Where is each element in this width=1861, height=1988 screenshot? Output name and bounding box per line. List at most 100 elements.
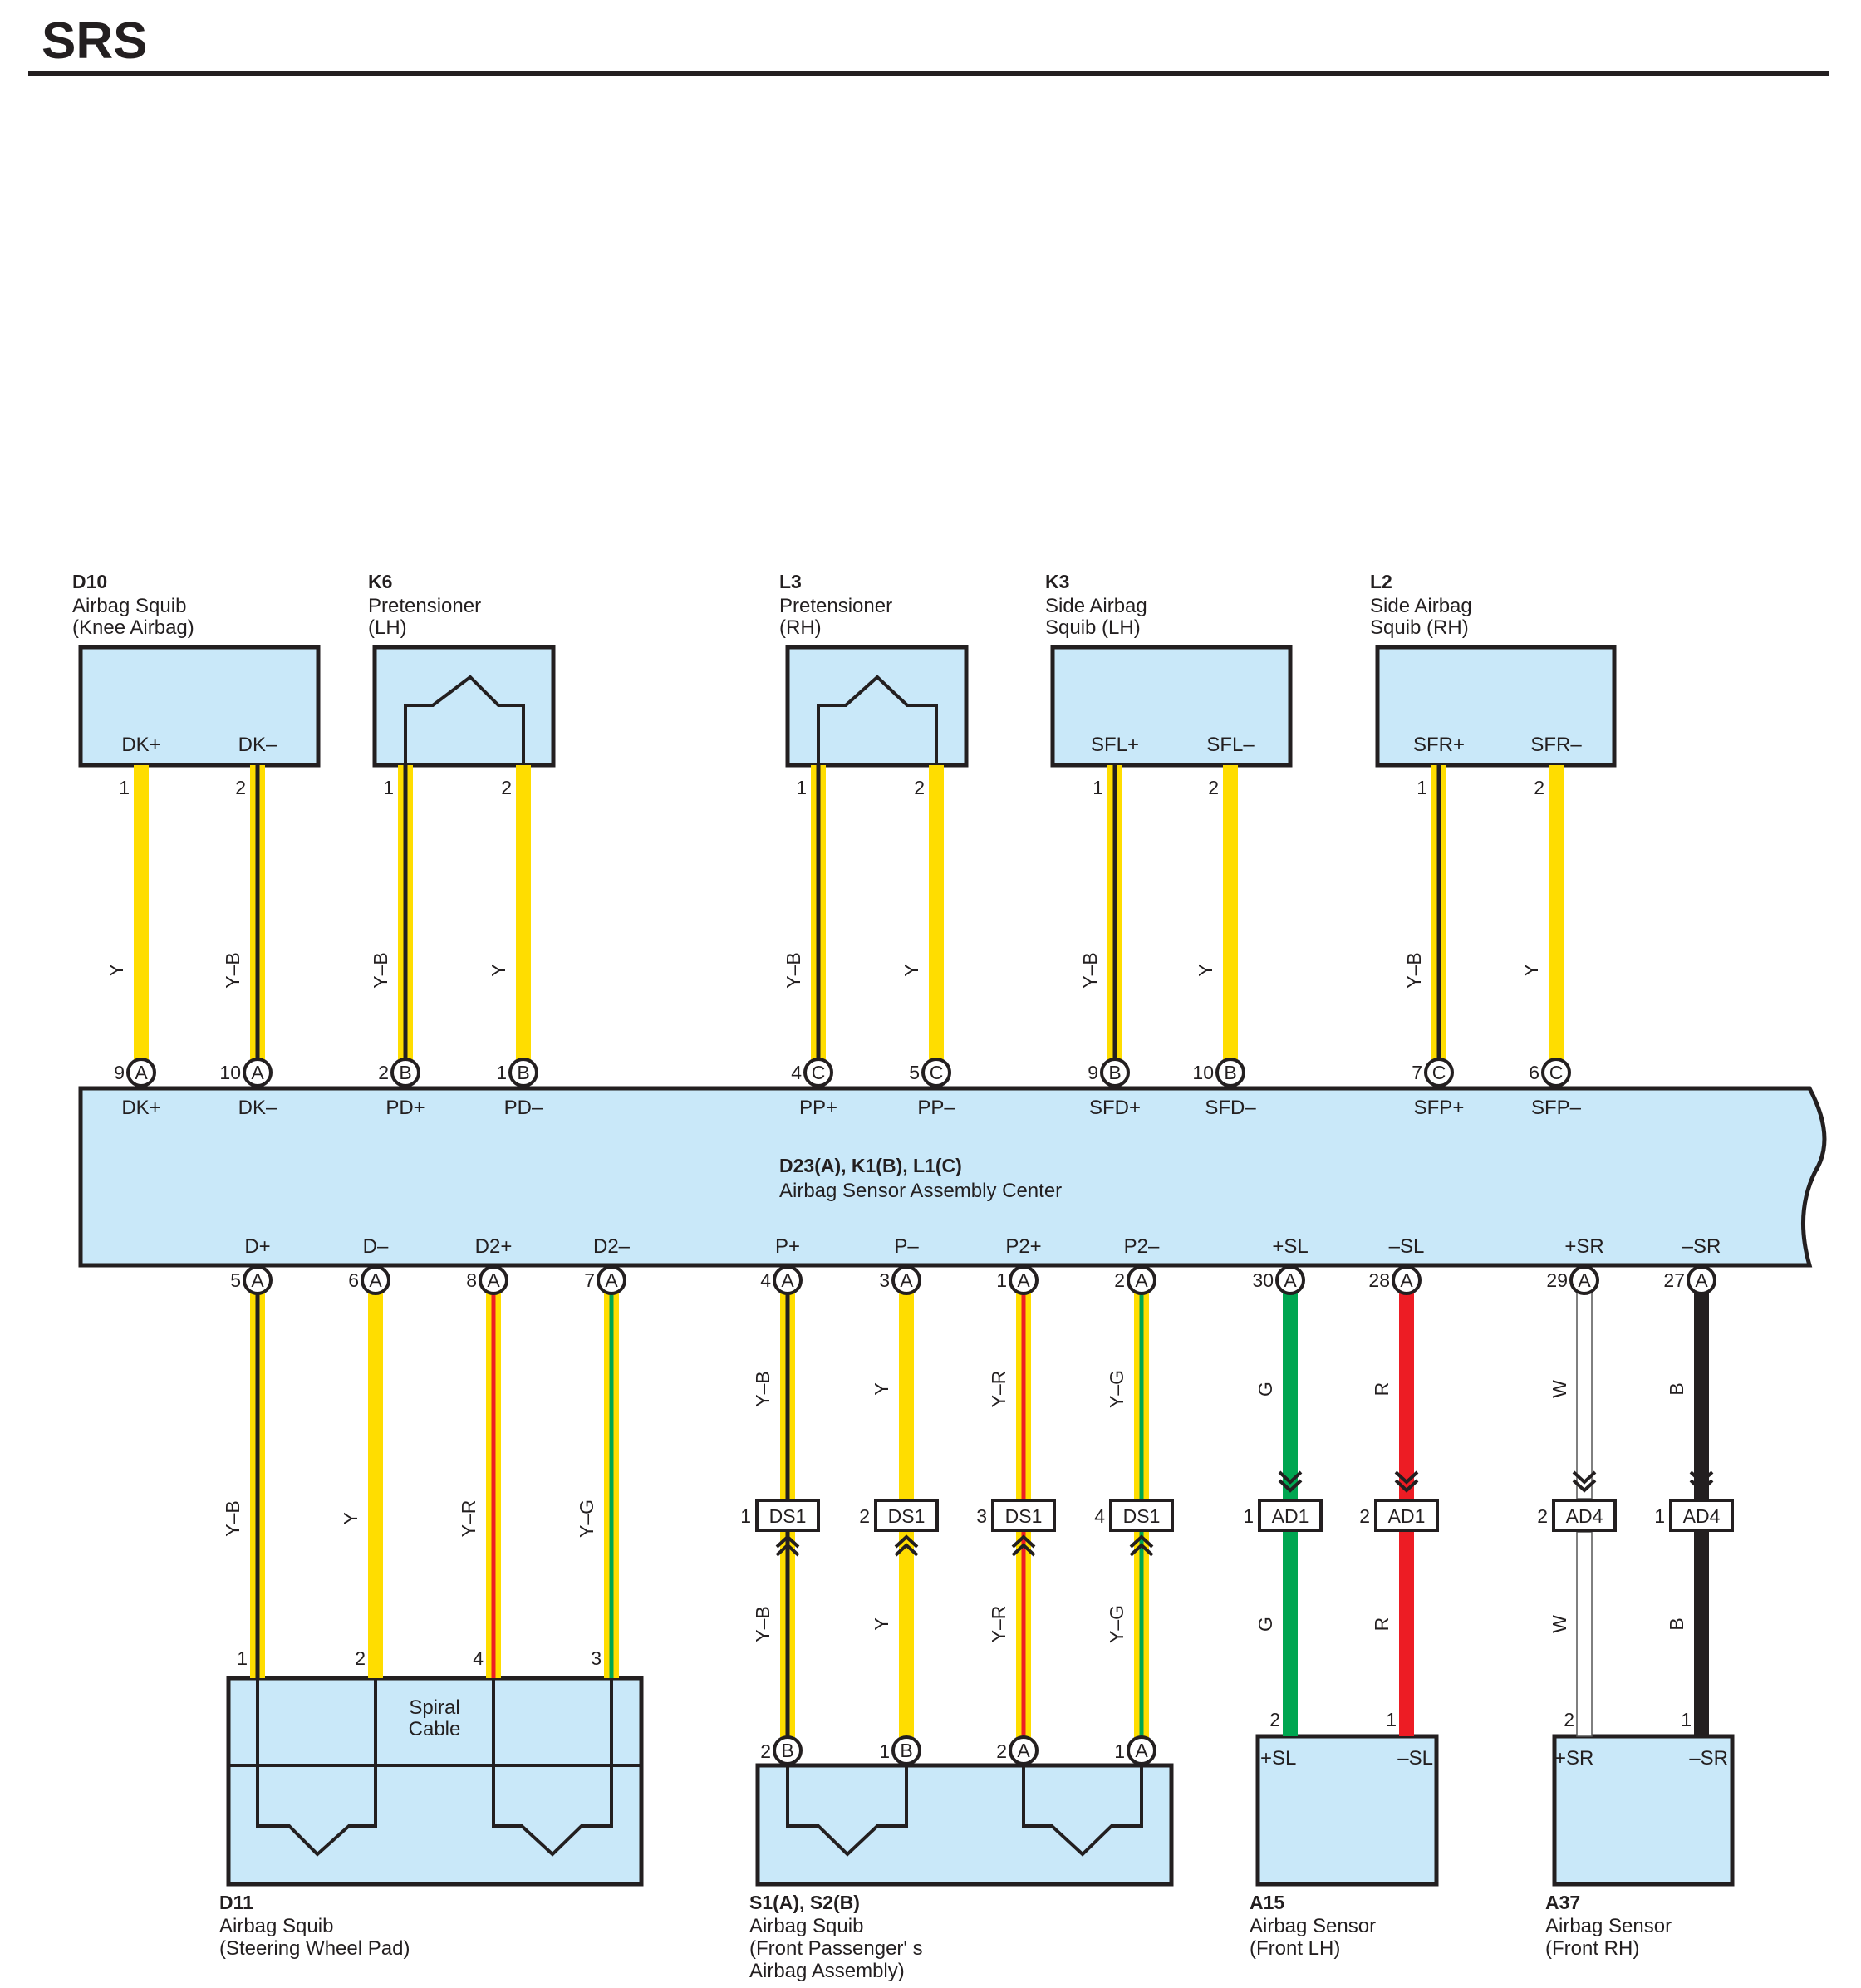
wire-labels: Y1DK+A9DK+Y–B2DK–A10DK–Y–B1B2PD+Y2B1PD–Y… bbox=[106, 734, 1734, 1770]
connector-letter: B bbox=[900, 1740, 912, 1761]
center-pin-number: 6 bbox=[1529, 1062, 1539, 1083]
connector-circle bbox=[361, 1265, 390, 1295]
junction-name: AD4 bbox=[1566, 1505, 1603, 1527]
wire-bottom-lower bbox=[1694, 1532, 1709, 1736]
center-pin-number: 29 bbox=[1546, 1269, 1568, 1291]
title-rule bbox=[28, 71, 1829, 76]
connector-circle bbox=[126, 1058, 156, 1087]
component-pin-number: 1 bbox=[1114, 1740, 1125, 1762]
component-name: Squib (LH) bbox=[1045, 616, 1141, 639]
connector-letter: A bbox=[781, 1269, 794, 1291]
component-terminal: SFL– bbox=[1206, 734, 1255, 756]
component-terminal: DK+ bbox=[121, 734, 160, 756]
wire-color-label: R bbox=[1371, 1617, 1392, 1632]
junction-pin-number: 2 bbox=[1359, 1505, 1370, 1527]
wire-bottom-upper-stripe bbox=[1021, 1280, 1026, 1499]
junction-connector bbox=[991, 1499, 1056, 1532]
center-terminal: P2+ bbox=[1005, 1235, 1041, 1258]
junction-pin-number: 3 bbox=[976, 1505, 987, 1527]
connector-circle bbox=[1009, 1265, 1039, 1295]
junction-connector bbox=[755, 1499, 820, 1532]
wire-color-label: Y bbox=[1195, 964, 1216, 976]
component-name: Pretensioner bbox=[779, 595, 892, 617]
wire-bottom-lower bbox=[899, 1532, 914, 1750]
wire-bottom-lower bbox=[1576, 1531, 1593, 1737]
wire-color-label: Y–B bbox=[1403, 952, 1425, 988]
connector-circle bbox=[891, 1735, 921, 1765]
connector-circle bbox=[1127, 1265, 1156, 1295]
connector-letter: A bbox=[1695, 1269, 1708, 1291]
connector-circle bbox=[921, 1058, 951, 1087]
component-name: Pretensioner bbox=[368, 595, 481, 617]
connector-circle bbox=[1687, 1265, 1716, 1295]
connector-circle bbox=[479, 1265, 508, 1295]
wire-bottom-lower bbox=[1399, 1532, 1414, 1736]
wire-bottom-upper bbox=[1283, 1280, 1298, 1499]
center-pin-number: 1 bbox=[996, 1269, 1007, 1291]
component-terminal: –SR bbox=[1689, 1747, 1728, 1770]
bottom-component-d11: Spiral Cable D11 Airbag Squib (Steering … bbox=[219, 1676, 644, 1960]
junction-arrow bbox=[1572, 1470, 1597, 1485]
component-name: Airbag Assembly) bbox=[749, 1960, 905, 1982]
connector-letter: B bbox=[1108, 1062, 1121, 1083]
junction-name: DS1 bbox=[1123, 1505, 1161, 1527]
wires bbox=[134, 765, 1709, 1750]
junction-connector bbox=[1669, 1499, 1734, 1532]
connector-circle bbox=[243, 1265, 273, 1295]
component-name: (Knee Airbag) bbox=[72, 616, 194, 639]
connector-letter: A bbox=[605, 1269, 618, 1291]
component-terminal: +SR bbox=[1554, 1747, 1593, 1770]
component-pin-number: 2 bbox=[1534, 777, 1544, 798]
center-terminal: D2+ bbox=[475, 1235, 513, 1258]
component-pin-number: 1 bbox=[796, 777, 807, 798]
center-terminal: –SR bbox=[1682, 1235, 1721, 1258]
center-name: Airbag Sensor Assembly Center bbox=[779, 1180, 1062, 1202]
component-name: Side Airbag bbox=[1370, 595, 1472, 617]
junction-arrow bbox=[1129, 1543, 1154, 1557]
junction-pin-number: 1 bbox=[740, 1505, 751, 1527]
junction-name: DS1 bbox=[1005, 1505, 1043, 1527]
center-terminal: SFP+ bbox=[1414, 1097, 1465, 1119]
connector-letter: C bbox=[1432, 1062, 1446, 1083]
connector-letter: A bbox=[900, 1269, 913, 1291]
wire-color-label: R bbox=[1371, 1382, 1392, 1397]
wire-color-label: B bbox=[1666, 1617, 1687, 1630]
connector-circle bbox=[803, 1058, 833, 1087]
center-pin-number: 5 bbox=[230, 1269, 241, 1291]
connector-circle bbox=[773, 1265, 803, 1295]
component-name: Airbag Squib bbox=[219, 1915, 333, 1937]
top-component-d10: D10 Airbag Squib (Knee Airbag) bbox=[72, 571, 321, 768]
center-terminal: SFD– bbox=[1205, 1097, 1256, 1119]
component-name: Airbag Sensor bbox=[1545, 1915, 1672, 1937]
bottom-component-a37: A37 Airbag Sensor (Front RH) bbox=[1545, 1734, 1735, 1960]
junction-name: DS1 bbox=[769, 1505, 807, 1527]
connector-circle bbox=[1541, 1058, 1571, 1087]
wire-color-label: W bbox=[1549, 1615, 1570, 1633]
wire-bottom-upper bbox=[899, 1280, 914, 1499]
wire-color-label: Y–R bbox=[988, 1371, 1009, 1408]
connector-letter: A bbox=[251, 1269, 264, 1291]
connector-circle bbox=[243, 1058, 273, 1087]
junction-pin-number: 1 bbox=[1654, 1505, 1665, 1527]
wire-bottom-lower-stripe bbox=[1021, 1532, 1026, 1750]
wire-bottom-stripe bbox=[491, 1280, 496, 1678]
center-terminal: +SR bbox=[1564, 1235, 1603, 1258]
connector-circle bbox=[1424, 1058, 1454, 1087]
center-terminal: +SL bbox=[1272, 1235, 1308, 1258]
component-id: L3 bbox=[779, 571, 802, 592]
wire-bottom-stripe bbox=[255, 1280, 260, 1678]
center-pin-number: 1 bbox=[496, 1062, 507, 1083]
connector-circle bbox=[891, 1265, 921, 1295]
component-id: K3 bbox=[1045, 571, 1069, 592]
center-terminal: P2– bbox=[1124, 1235, 1160, 1258]
wire-color-label: Y–B bbox=[222, 1500, 243, 1536]
center-terminal: DK– bbox=[238, 1097, 277, 1119]
component-pin-number: 2 bbox=[996, 1740, 1007, 1762]
connector-circle bbox=[508, 1058, 538, 1087]
wire-bottom bbox=[368, 1280, 383, 1678]
wire-bottom-upper-stripe bbox=[785, 1280, 790, 1499]
center-pin-number: 8 bbox=[466, 1269, 477, 1291]
center-terminal: D– bbox=[363, 1235, 389, 1258]
center-pin-number: 7 bbox=[1412, 1062, 1422, 1083]
wire-color-label: Y bbox=[488, 964, 509, 976]
